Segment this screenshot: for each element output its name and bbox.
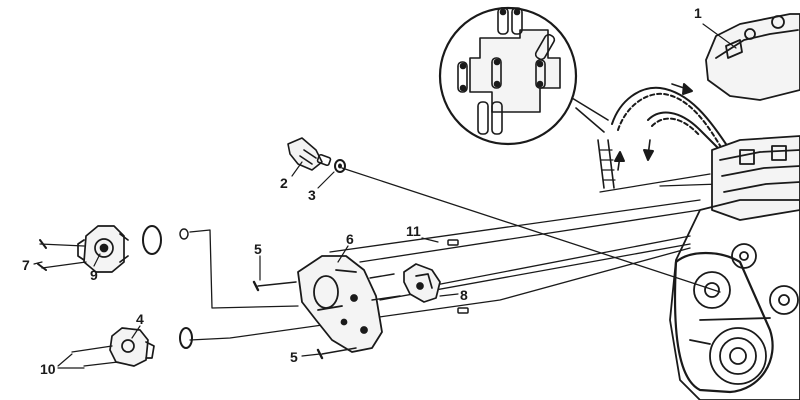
chain-detail-circle bbox=[438, 6, 609, 146]
leader-7 bbox=[33, 261, 43, 265]
bolt-5-lower-icon bbox=[316, 347, 357, 360]
bolt-5-upper-icon bbox=[252, 280, 297, 292]
assembly-lines bbox=[189, 167, 721, 341]
part-6-cover-icon bbox=[297, 255, 401, 353]
engine-block-icon bbox=[669, 13, 800, 400]
assembly-line-engine-right bbox=[659, 183, 721, 187]
assembly-line-lower bbox=[189, 247, 691, 341]
leader-5b bbox=[301, 353, 321, 357]
pin-11-icon bbox=[447, 239, 469, 314]
label-part-1: 1 bbox=[694, 5, 702, 21]
leader-4 bbox=[131, 325, 141, 339]
label-part-5-lower: 5 bbox=[290, 349, 298, 365]
detail-pointer bbox=[571, 97, 609, 133]
assembly-line-3 bbox=[341, 167, 721, 293]
leader-11 bbox=[421, 237, 439, 243]
assembly-line-11 bbox=[329, 199, 701, 253]
label-part-6: 6 bbox=[346, 231, 354, 247]
leader-10 bbox=[57, 353, 85, 369]
label-part-2: 2 bbox=[280, 175, 288, 191]
label-part-5-upper: 5 bbox=[254, 241, 262, 257]
chain-detail-icon bbox=[457, 7, 561, 135]
o-ring-upper-icon bbox=[142, 225, 189, 255]
assembly-line-engine-top bbox=[599, 173, 711, 193]
label-part-8: 8 bbox=[460, 287, 468, 303]
assembly-line-8 bbox=[419, 235, 691, 289]
part-3-washer-icon bbox=[334, 159, 346, 173]
detail-frame bbox=[438, 6, 578, 146]
label-part-10: 10 bbox=[40, 361, 56, 377]
label-part-4: 4 bbox=[136, 311, 144, 327]
label-part-11: 11 bbox=[406, 223, 421, 239]
leader-6 bbox=[337, 245, 349, 263]
part-9-housing-icon bbox=[37, 225, 129, 273]
label-leaders bbox=[33, 23, 737, 369]
o-ring-lower-icon bbox=[179, 327, 193, 349]
label-part-9: 9 bbox=[90, 267, 98, 283]
part-labels: 1 2 3 4 5 5 6 7 8 9 10 11 bbox=[22, 5, 702, 377]
part-8-bracket-icon bbox=[403, 263, 441, 303]
assembly-line-6-top bbox=[359, 209, 701, 263]
leader-3 bbox=[317, 171, 335, 189]
leader-2 bbox=[291, 161, 303, 177]
leader-1 bbox=[702, 23, 737, 49]
label-part-7: 7 bbox=[22, 257, 30, 273]
assembly-line-ring-upper bbox=[189, 229, 299, 309]
part-4-housing-icon bbox=[71, 327, 155, 367]
part-2-sensor-icon bbox=[287, 137, 332, 171]
label-part-3: 3 bbox=[308, 187, 316, 203]
leader-9 bbox=[93, 253, 101, 267]
leader-8 bbox=[439, 293, 459, 297]
